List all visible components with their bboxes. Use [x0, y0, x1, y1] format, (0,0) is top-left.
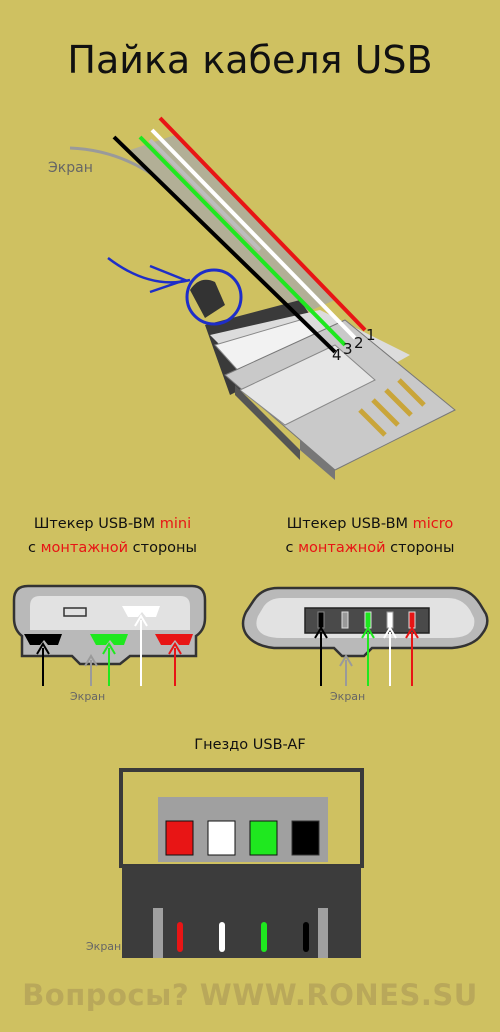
cable-illustration [69, 116, 456, 480]
footer-question: Вопросы? WWW.RONES.SU [22, 978, 478, 1012]
pin-label-3: 3 [343, 340, 353, 358]
screen-label-top: Экран [48, 160, 93, 176]
screen-label-micro: Экран [330, 690, 366, 703]
usb-af-socket [119, 768, 364, 958]
usb-mini-connector [12, 584, 207, 686]
mini-caption-type: mini [159, 516, 192, 532]
usb-micro-connector [241, 586, 489, 686]
pin-label-4: 4 [332, 346, 342, 364]
page-title: Пайка кабеля USB [67, 38, 433, 82]
mini-caption-prefix: Штекер USB-BM [33, 516, 160, 532]
mini-caption: Штекер USB-BM mini с монтажной стороны [0, 512, 225, 560]
micro-caption-prefix: Штекер USB-BM [286, 516, 413, 532]
mini-caption-pre: с [28, 540, 41, 556]
micro-caption-pre: с [285, 540, 299, 556]
af-caption: Гнездо USB-AF [194, 737, 306, 753]
mini-caption-post: стороны [128, 540, 197, 556]
pin-label-2: 2 [354, 334, 364, 352]
screen-label-af: Экран [86, 940, 122, 953]
micro-caption-type: micro [412, 516, 454, 532]
micro-caption: Штекер USB-BM micro с монтажной стороны [245, 512, 495, 560]
micro-caption-post: стороны [385, 540, 455, 556]
micro-caption-mount: монтажной [298, 540, 386, 556]
mini-caption-mount: монтажной [40, 540, 129, 556]
pin-label-1: 1 [366, 326, 376, 344]
screen-label-mini: Экран [70, 690, 106, 703]
